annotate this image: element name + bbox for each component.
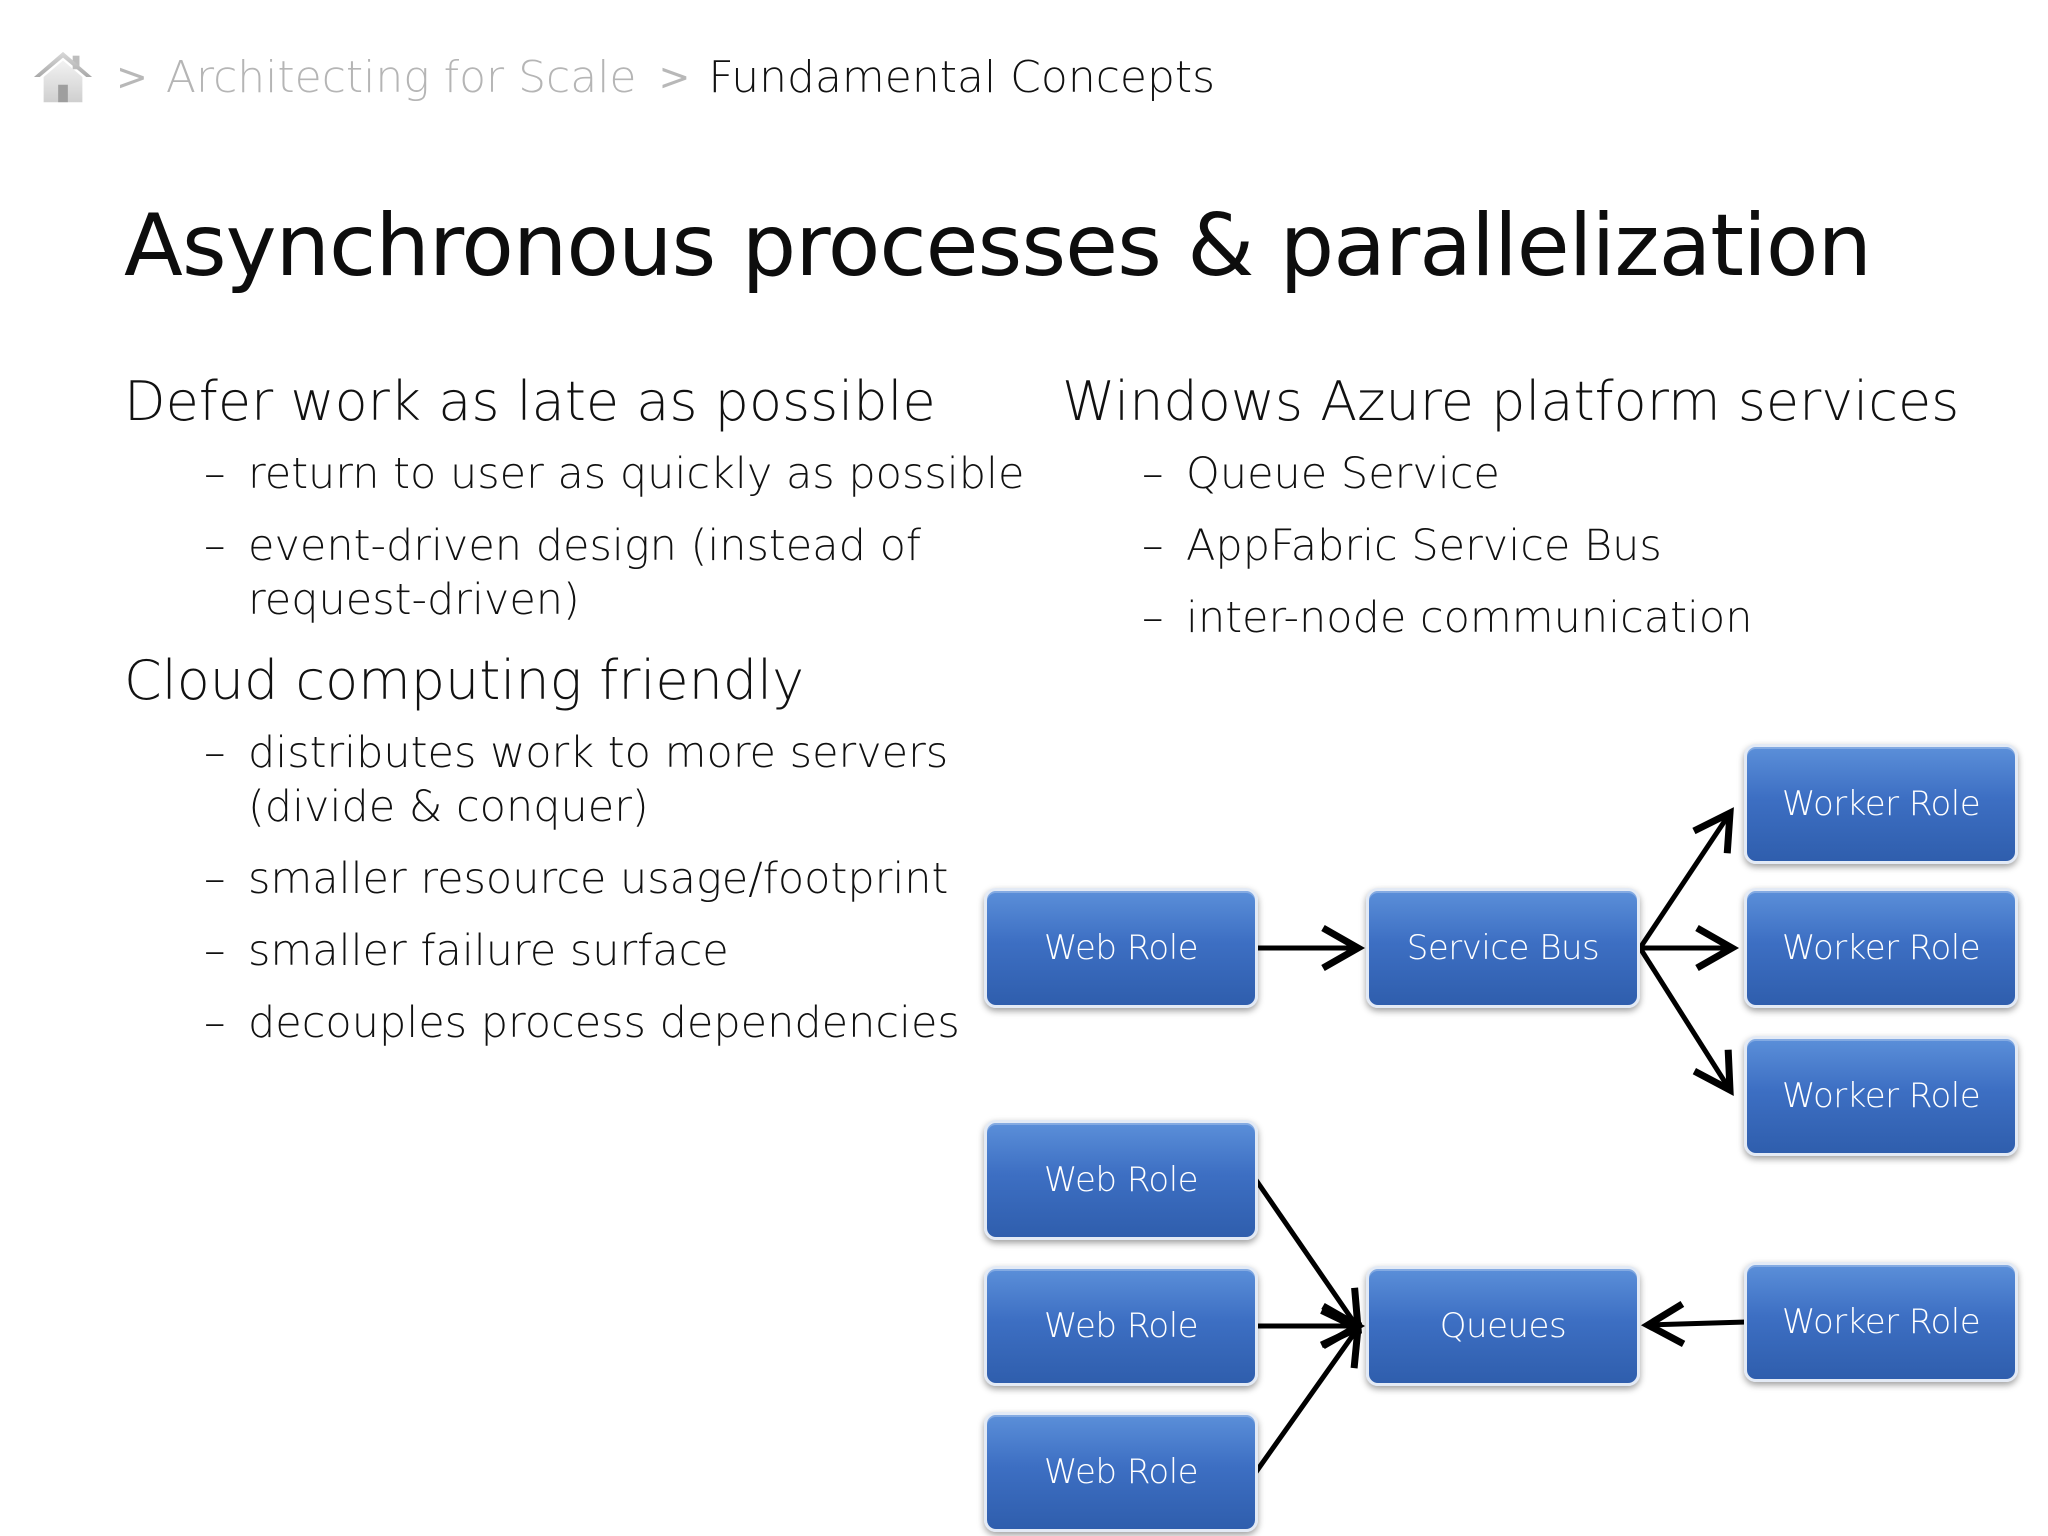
arrow-servicebus-to-worker-3 <box>1637 946 1734 1096</box>
service-bus-node: Service Bus <box>1366 888 1640 1008</box>
breadcrumb-separator: > <box>116 55 148 99</box>
list-item: –distributes work to more servers (divid… <box>204 728 949 832</box>
arrow-web-q3-to-queues <box>1253 1322 1363 1474</box>
breadcrumb-parent-link[interactable]: Architecting for Scale <box>165 51 637 103</box>
dash-bullet-icon: – <box>204 854 226 904</box>
list-item: –smaller resource usage/footprint <box>204 854 949 904</box>
bullet-list-cloud-friendly: –distributes work to more servers (divid… <box>124 726 1064 1050</box>
list-item: –smaller failure surface <box>204 926 729 976</box>
left-column: Defer work as late as possible –return t… <box>124 370 1064 1072</box>
list-item: –inter-node communication <box>1142 593 1753 643</box>
list-item: –AppFabric Service Bus <box>1142 521 1662 571</box>
arrow-worker-to-queues <box>1640 1300 1747 1348</box>
dash-bullet-icon: – <box>204 449 226 499</box>
bullet-list-azure-services: –Queue Service –AppFabric Service Bus –i… <box>1062 447 2002 645</box>
list-item: –decouples process dependencies <box>204 998 960 1048</box>
web-role-node: Web Role <box>984 1266 1258 1386</box>
dash-bullet-icon: – <box>204 926 226 976</box>
list-item: –Queue Service <box>1142 449 1500 499</box>
breadcrumb: > Architecting for Scale > Fundamental C… <box>32 42 1215 112</box>
worker-role-node: Worker Role <box>1744 888 2018 1008</box>
architecture-diagram: Web Role Service Bus Worker Role Worker … <box>960 720 2020 1536</box>
dash-bullet-icon: – <box>204 998 226 1048</box>
dash-bullet-icon: – <box>1142 593 1164 643</box>
web-role-node: Web Role <box>984 888 1258 1008</box>
web-role-node: Web Role <box>984 1412 1258 1532</box>
worker-role-node: Worker Role <box>1744 1262 2018 1382</box>
diagram-connectors <box>1253 807 1747 1474</box>
bullet-list-defer-work: –return to user as quickly as possible –… <box>124 447 1064 627</box>
worker-role-node: Worker Role <box>1744 1036 2018 1156</box>
breadcrumb-current: Fundamental Concepts <box>708 51 1216 103</box>
section-heading-cloud-friendly: Cloud computing friendly <box>124 649 805 712</box>
dash-bullet-icon: – <box>204 728 226 778</box>
arrow-web-q1-to-queues <box>1253 1178 1363 1334</box>
queues-node: Queues <box>1366 1266 1640 1386</box>
right-column: Windows Azure platform services –Queue S… <box>1062 370 2002 667</box>
dash-bullet-icon: – <box>204 521 226 571</box>
web-role-node: Web Role <box>984 1120 1258 1240</box>
arrow-servicebus-to-worker-1 <box>1637 807 1734 950</box>
section-heading-defer-work: Defer work as late as possible <box>124 370 936 433</box>
slide-title: Asynchronous processes & parallelization <box>124 196 1872 296</box>
section-heading-azure-services: Windows Azure platform services <box>1062 370 1960 433</box>
home-icon[interactable] <box>32 46 94 108</box>
list-item: –return to user as quickly as possible <box>204 449 1025 499</box>
dash-bullet-icon: – <box>1142 521 1164 571</box>
dash-bullet-icon: – <box>1142 449 1164 499</box>
list-item: –event-driven design (instead of request… <box>204 521 922 625</box>
breadcrumb-separator: > <box>658 55 691 99</box>
worker-role-node: Worker Role <box>1744 744 2018 864</box>
